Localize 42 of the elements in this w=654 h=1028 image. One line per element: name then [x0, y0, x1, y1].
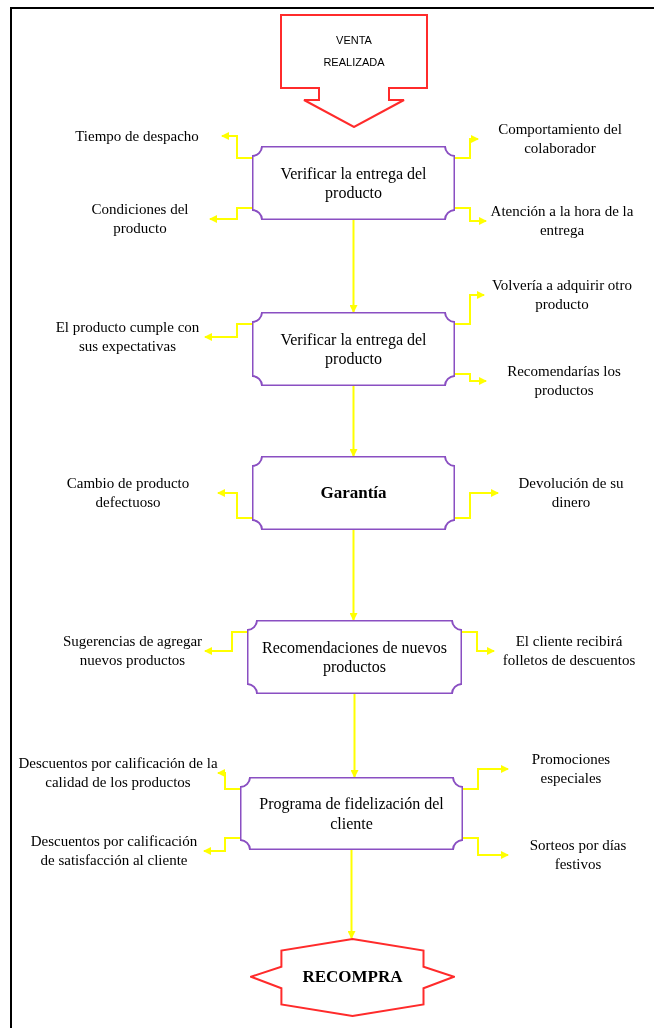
arrow — [217, 489, 253, 519]
arrow — [454, 489, 499, 519]
branch-text: Tiempo de despacho — [52, 124, 222, 148]
arrow — [454, 207, 487, 225]
arrow — [221, 132, 253, 159]
arrow — [454, 373, 487, 385]
branch-text: Sorteos por días festivos — [508, 834, 648, 876]
arrow — [217, 769, 241, 790]
arrow — [349, 219, 358, 313]
node-label: Verificar la entrega del producto — [279, 163, 428, 203]
branch-text: Cambio de producto defectuoso — [38, 472, 218, 514]
arrow — [349, 385, 358, 457]
node-label: RECOMPRA — [302, 967, 403, 988]
branch-text: Recomendarías los productos — [486, 360, 642, 402]
branch-text: Devolución de su dinero — [498, 472, 644, 514]
branch-text: Atención a la hora de la entrega — [486, 200, 638, 242]
branch-text: Condiciones del producto — [70, 198, 210, 240]
arrow — [204, 631, 248, 655]
branch-text: Descuentos por calificación de la calidad de los productos — [18, 742, 218, 804]
arrow — [349, 529, 358, 621]
node-label: Programa de fidelización del cliente — [258, 794, 445, 833]
arrow — [454, 135, 479, 159]
arrow — [204, 323, 253, 341]
arrow — [350, 693, 359, 778]
node-label: Verificar la entrega del producto — [279, 329, 428, 369]
arrow — [462, 765, 509, 790]
arrow — [347, 849, 356, 939]
branch-text: Descuentos por calificación de satisfacción al cliente — [24, 820, 204, 882]
branch-text: Sugerencias de agregar nuevos productos — [60, 620, 205, 682]
node-label: Recomendaciones de nuevos productos — [261, 637, 448, 677]
node-label: Garantía — [320, 482, 387, 504]
branch-text: Promociones especiales — [508, 748, 634, 790]
arrow — [461, 631, 495, 655]
branch-text: Comportamiento del colaborador — [478, 118, 642, 160]
arrow — [454, 291, 485, 325]
node-label: VENTA REALIZADA — [322, 33, 386, 70]
branch-text: El cliente recibirá folletos de descuentos — [494, 620, 644, 682]
branch-text: El producto cumple con sus expectativas — [50, 306, 205, 368]
arrow — [209, 207, 253, 223]
branch-text: Volvería a adquirir otro producto — [484, 274, 640, 316]
arrow — [462, 837, 509, 859]
arrow — [203, 837, 241, 855]
